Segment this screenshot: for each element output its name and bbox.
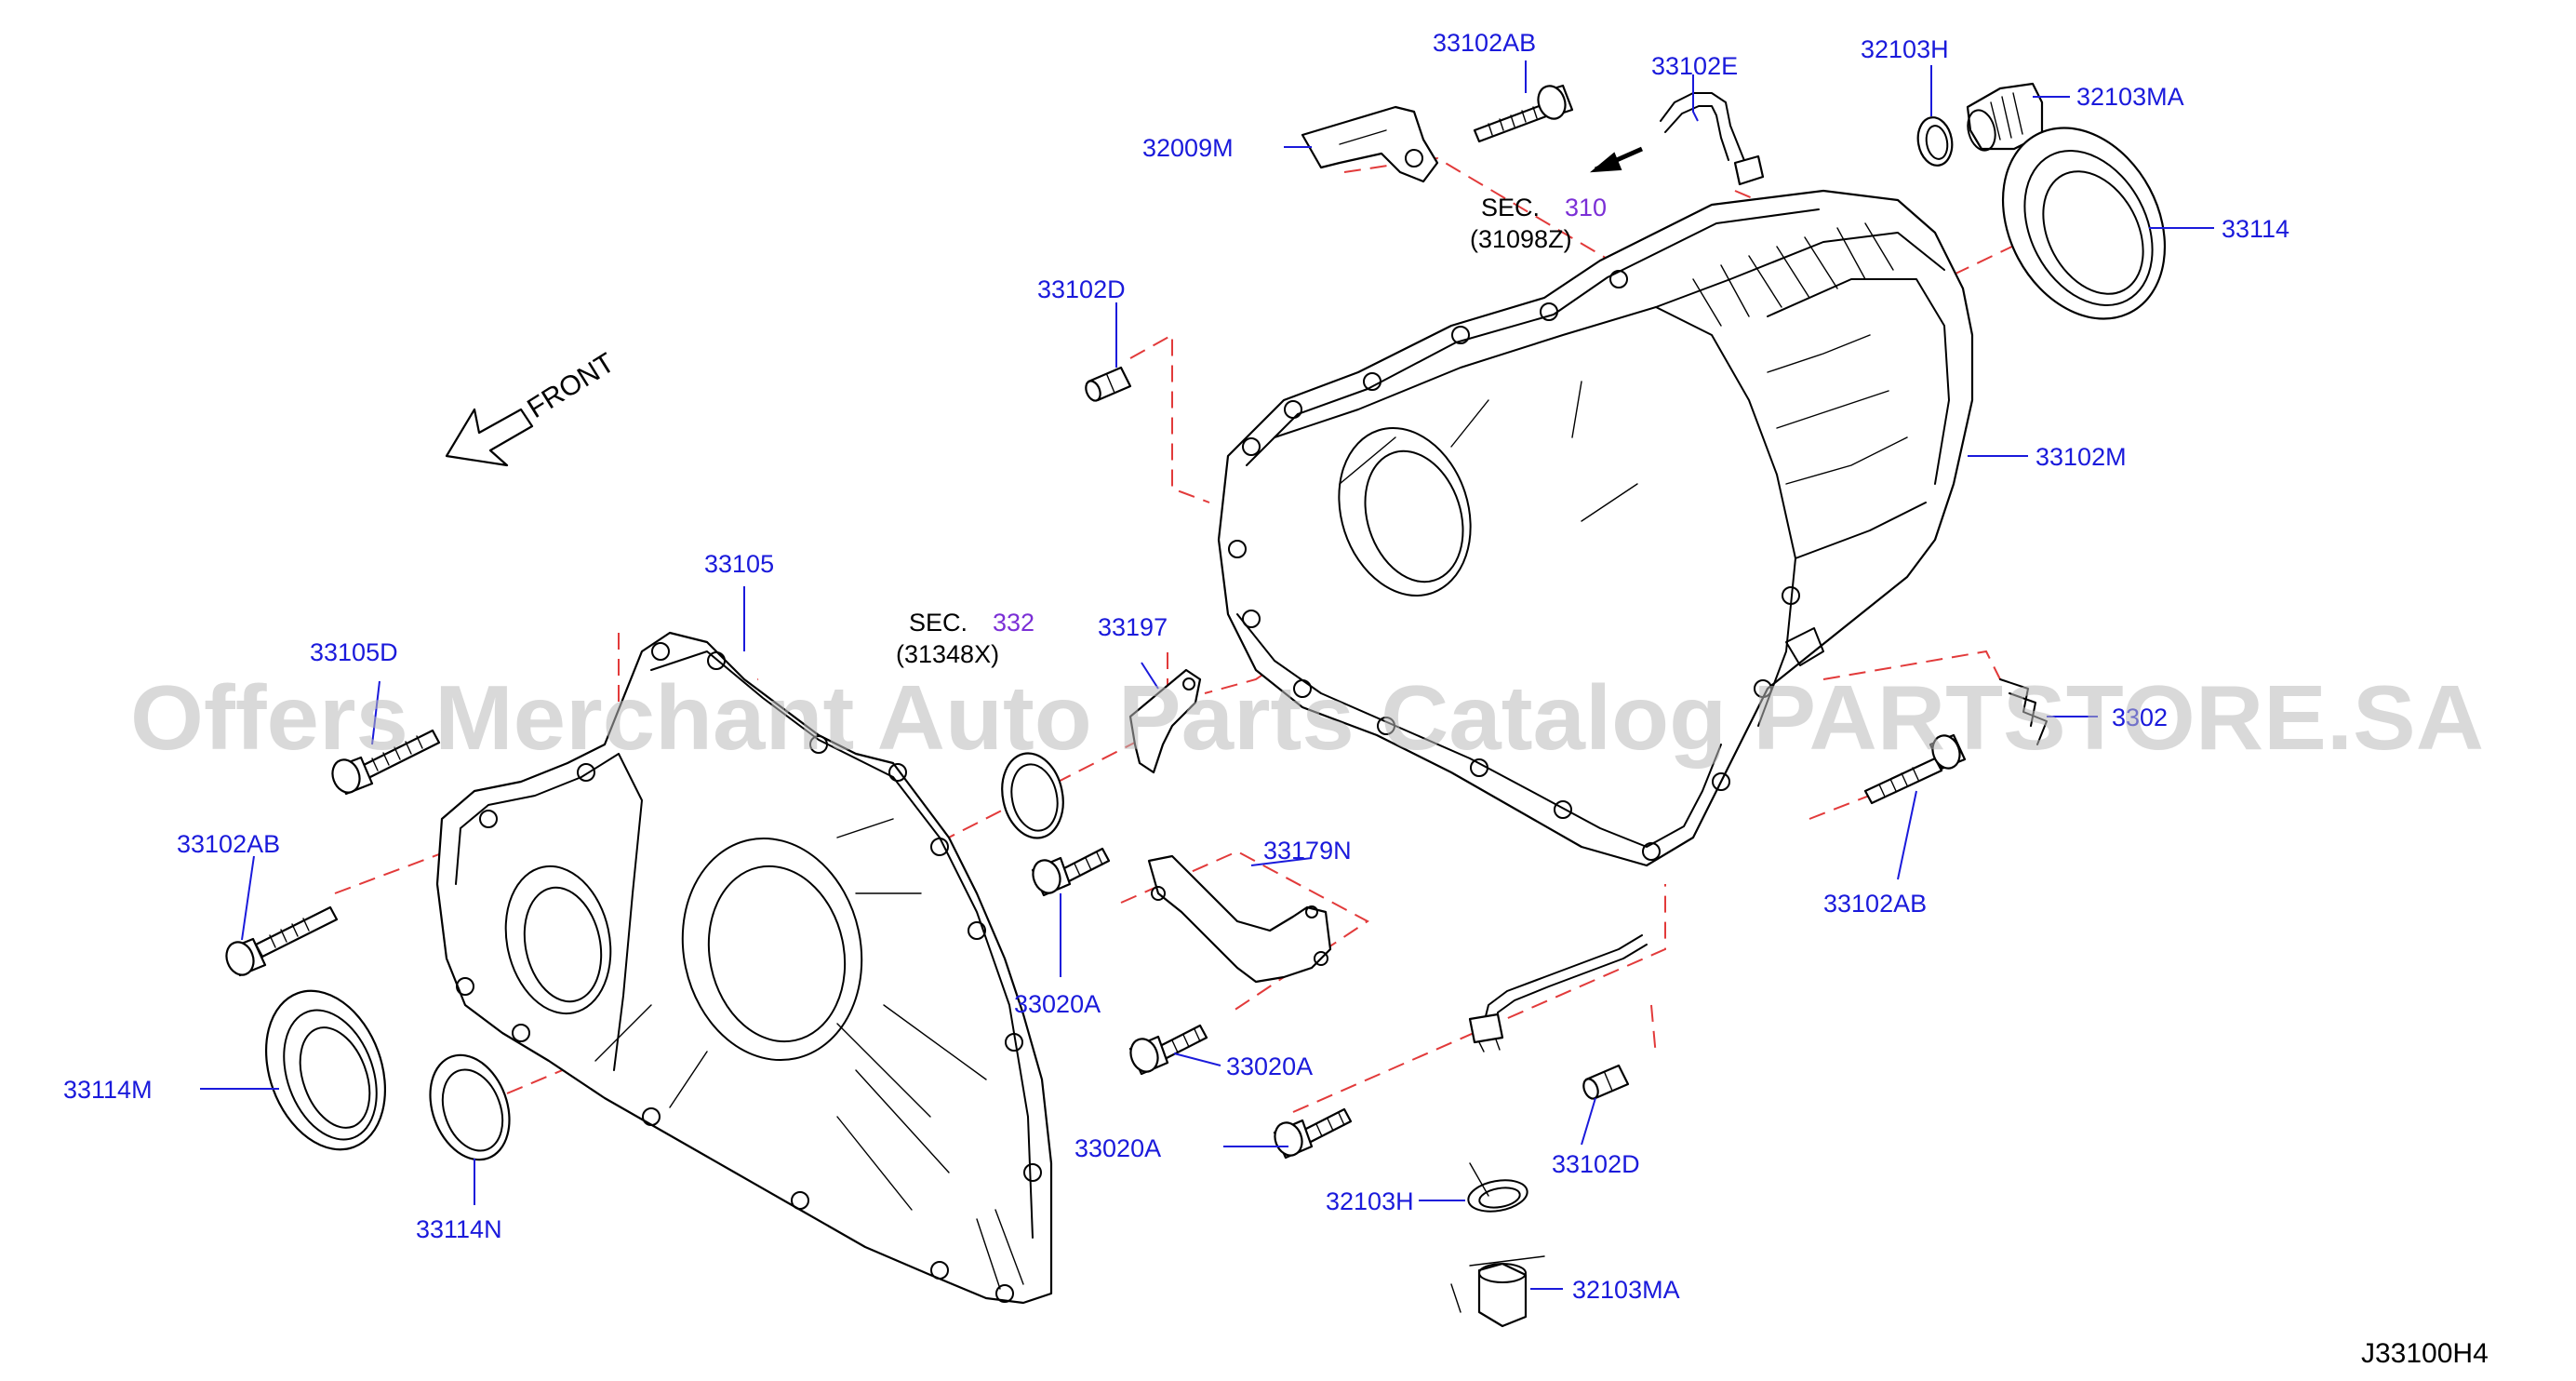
part-label-33102D-top[interactable]: 33102D [1037,275,1126,303]
bolt-33020A-mid [1031,847,1111,897]
part-label-32009M[interactable]: 32009M [1142,134,1234,162]
part-label-3302x[interactable]: 3302 [2112,704,2168,731]
bracket-33179N [1147,854,1332,984]
drawing-code: J33100H4 [2361,1338,2489,1369]
part-labels: 33102AB 33102E 32103H 32103MA 32009M 331… [63,29,2289,1304]
section-prefix: SEC. [1481,194,1540,221]
section-prefix: SEC. [909,609,968,637]
front-case-cover [435,631,1053,1305]
bolt-33020A-left [1273,1107,1353,1160]
part-label-32103H-low[interactable]: 32103H [1326,1187,1414,1215]
part-label-33105D[interactable]: 33105D [310,638,398,666]
oil-seal-33114 [2001,127,2167,320]
part-label-33102AB-right[interactable]: 33102AB [1823,890,1927,918]
section-code: (31098Z) [1470,225,1572,253]
section-code: (31348X) [896,640,999,668]
bolt-33102AB-right [1863,733,1967,805]
part-label-33020A-mid[interactable]: 33020A [1014,990,1101,1018]
part-label-33102AB-left[interactable]: 33102AB [177,830,280,858]
part-label-33102D-low[interactable]: 33102D [1552,1150,1640,1178]
bracket-32009M [1301,105,1439,183]
o-ring-32103H-low [1467,1162,1528,1213]
o-ring-sec-332 [1001,752,1064,839]
plug-32103MA-low [1450,1255,1545,1328]
shield-33197 [1128,668,1202,774]
part-label-33102M[interactable]: 33102M [2035,443,2127,471]
part-label-33114[interactable]: 33114 [2222,215,2289,243]
breather-33102E [1660,92,1765,186]
part-label-33105[interactable]: 33105 [704,550,774,578]
front-label: FRONT [522,347,620,424]
breather-tube [1468,934,1648,1053]
dowel-pin-33102D-top [1085,366,1132,402]
leader-lines [200,60,2214,1290]
part-label-32103MA-low[interactable]: 32103MA [1572,1276,1680,1304]
part-label-32103H-top[interactable]: 32103H [1861,35,1949,63]
oil-seal-33114N [429,1053,511,1161]
section-number: 310 [1565,194,1607,221]
direction-arrow-icon [1589,146,1644,173]
part-label-32103MA-top[interactable]: 32103MA [2076,83,2184,111]
section-number: 332 [993,609,1034,637]
part-label-33114N[interactable]: 33114N [416,1215,502,1243]
transfer-case-body [1217,189,1974,867]
section-reference-310[interactable]: SEC. 310 (31098Z) [1470,194,1607,253]
bolt-33020A-low [1128,1024,1208,1076]
part-label-33020A-low[interactable]: 33020A [1226,1053,1313,1080]
part-label-33020A-left[interactable]: 33020A [1074,1134,1161,1162]
bolt-33102AB-left [225,905,339,977]
bolt-33102AB-top [1473,84,1574,143]
part-label-33102E[interactable]: 33102E [1651,52,1738,80]
o-ring-32103H-top [1916,116,1954,167]
bolt-33105D [331,729,441,796]
part-label-33179N[interactable]: 33179N [1263,837,1352,865]
part-label-33114M[interactable]: 33114M [63,1076,153,1104]
dowel-pin-33102D-low [1582,1064,1630,1100]
section-reference-332[interactable]: SEC. 332 (31348X) [896,609,1034,668]
sensor-3302x [1999,678,2048,745]
part-label-33102AB-top[interactable]: 33102AB [1433,29,1536,57]
front-direction-arrow-icon [445,408,534,467]
oil-seal-33114M [264,989,387,1151]
part-label-33197[interactable]: 33197 [1098,613,1168,641]
watermark: Offers Merchant Auto Parts Catalog PARTS… [130,666,2484,769]
